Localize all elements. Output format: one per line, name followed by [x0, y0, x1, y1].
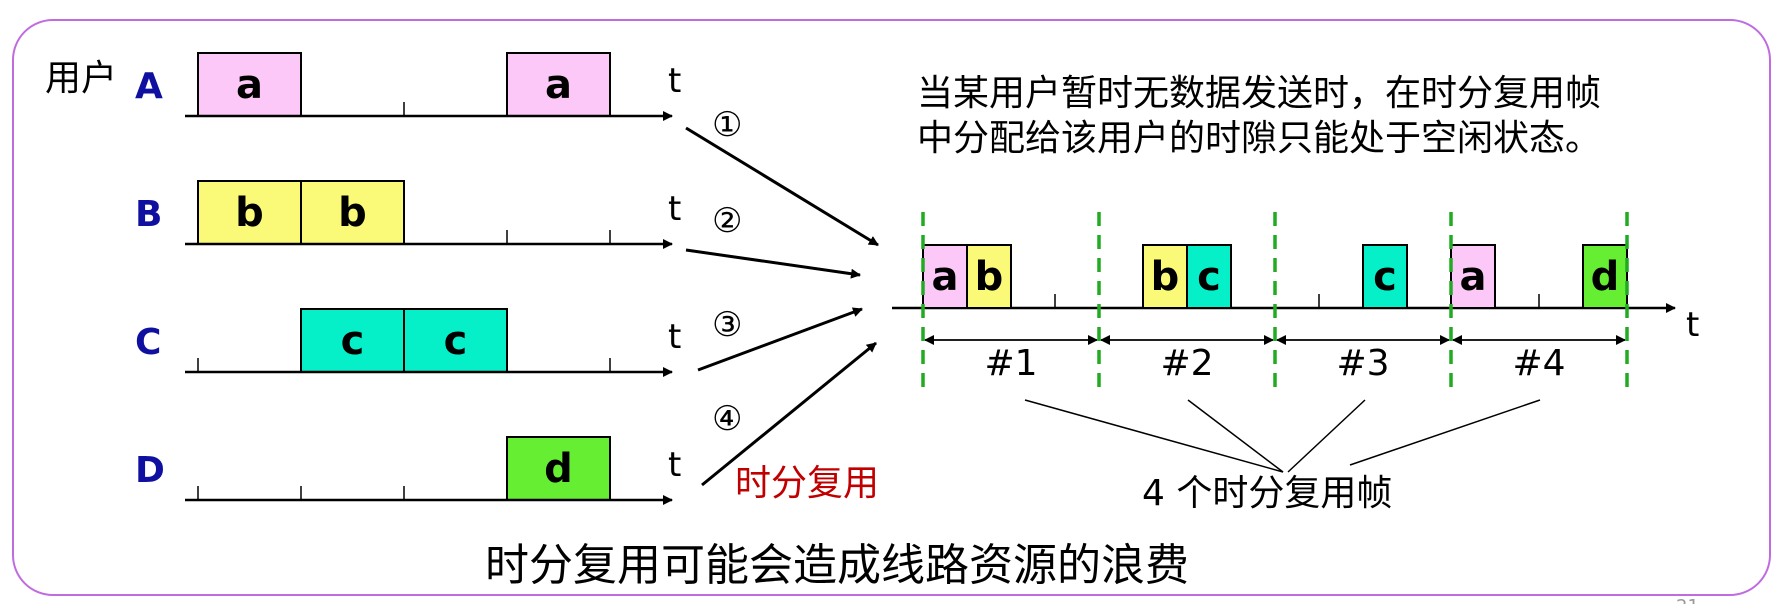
- user-id-c: C: [135, 322, 161, 363]
- slot-box-c: [300, 308, 405, 373]
- slot-letter-c: c: [341, 318, 365, 364]
- slot-box-d: [506, 436, 611, 501]
- arrow-1: [685, 126, 879, 247]
- pointer-line-1: [1024, 399, 1284, 473]
- mux-axis-label-t: t: [1686, 305, 1699, 345]
- frame-label: #4: [1512, 343, 1565, 384]
- pointer-line-3: [1287, 399, 1366, 473]
- tdm-label: 时分复用: [735, 463, 879, 504]
- circled-numbers: ① ② ③ ④: [712, 105, 742, 439]
- slot-letter-b: b: [338, 190, 367, 236]
- circled-number-4: ④: [712, 399, 742, 439]
- slot-letter-d: d: [544, 446, 573, 492]
- frame-slot-c: [1186, 244, 1232, 309]
- mux-arrows: [685, 126, 879, 487]
- frame-label: #3: [1336, 343, 1389, 384]
- bottom-caption: 时分复用可能会造成线路资源的浪费: [485, 540, 1189, 591]
- slot-letter-b: b: [235, 190, 264, 236]
- user-label: 用户: [45, 58, 117, 99]
- frame-slot-a: [1450, 244, 1496, 309]
- frame-slot-letter-d: d: [1591, 254, 1620, 300]
- user-id-d: D: [135, 450, 165, 491]
- frame-slot-letter-a: a: [932, 254, 959, 300]
- circled-number-3: ③: [712, 305, 742, 345]
- user-id-a: A: [135, 66, 163, 107]
- circled-number-2: ②: [712, 201, 742, 241]
- frame-slot-letter-a: a: [1460, 254, 1487, 300]
- arrow-2: [685, 248, 861, 279]
- frame-slot-letter-b: b: [1151, 254, 1180, 300]
- arrow-3: [697, 307, 863, 372]
- frame-slot-b: [1142, 244, 1188, 309]
- pointer-line-2: [1187, 399, 1284, 473]
- user-id-b: B: [135, 194, 162, 235]
- note-line-2: 中分配给该用户的时隙只能处于空闲状态。: [917, 118, 1601, 159]
- caption-pointer-lines: [1024, 399, 1541, 473]
- frame-slot-letter-c: c: [1373, 254, 1397, 300]
- arrow-4: [701, 341, 877, 487]
- axis-label-t: t: [668, 317, 681, 357]
- tdm-frame-4: a d #4: [1450, 244, 1628, 384]
- slot-box-c: [403, 308, 508, 373]
- slot-letter-a: a: [236, 62, 263, 108]
- frame-label: #1: [984, 343, 1037, 384]
- page-number: 21: [1676, 596, 1699, 604]
- slot-box-a: [197, 52, 302, 117]
- slide-border: [12, 19, 1771, 596]
- axis-label-t: t: [668, 189, 681, 229]
- slot-box-a: [506, 52, 611, 117]
- frame-slot-d: [1582, 244, 1628, 309]
- frames-caption: 4 个时分复用帧: [1142, 473, 1392, 514]
- frame-label: #2: [1160, 343, 1213, 384]
- note-line-1: 当某用户暂时无数据发送时，在时分复用帧: [917, 73, 1601, 114]
- circled-number-1: ①: [712, 105, 742, 145]
- frame-slot-letter-c: c: [1197, 254, 1221, 300]
- slot-letter-c: c: [444, 318, 468, 364]
- slot-box-b: [300, 180, 405, 245]
- frame-slot-b: [966, 244, 1012, 309]
- pointer-line-4: [1349, 399, 1541, 466]
- frame-slot-c: [1362, 244, 1408, 309]
- axis-label-t: t: [668, 445, 681, 485]
- slot-letter-a: a: [545, 62, 572, 108]
- tdm-frame-3: c #3: [1276, 244, 1450, 384]
- axis-label-t: t: [668, 61, 681, 101]
- frame-slot-letter-b: b: [975, 254, 1004, 300]
